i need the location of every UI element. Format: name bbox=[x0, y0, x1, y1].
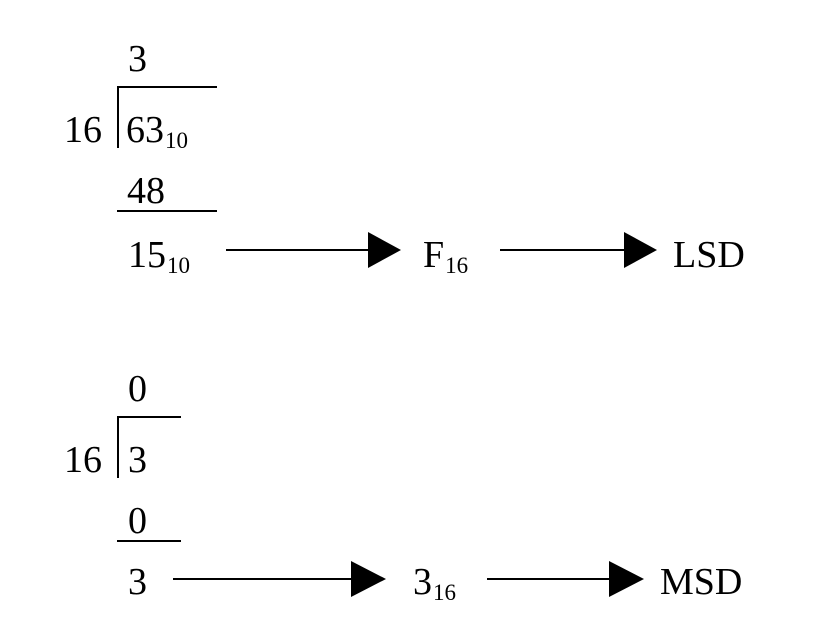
arrow-remainder-to-hex-1 bbox=[226, 232, 401, 268]
dividend-1: 6310 bbox=[126, 109, 188, 153]
divisor-2: 16 bbox=[64, 439, 102, 481]
division-bracket-top-2 bbox=[117, 416, 181, 418]
quotient-2: 0 bbox=[128, 368, 147, 410]
product-1: 48 bbox=[127, 170, 165, 212]
division-bracket-side-2 bbox=[117, 416, 119, 478]
product-2: 0 bbox=[128, 500, 147, 542]
subtraction-line-2 bbox=[117, 540, 181, 542]
dividend-2: 3 bbox=[128, 439, 147, 481]
division-bracket-side-1 bbox=[117, 86, 119, 148]
hex-digit-2: 316 bbox=[413, 561, 456, 605]
arrow-remainder-to-hex-2 bbox=[173, 561, 386, 597]
subtraction-line-1 bbox=[117, 210, 217, 212]
lsd-label: LSD bbox=[673, 234, 745, 276]
arrow-hex-to-label-1 bbox=[500, 232, 657, 268]
hex-digit-1: F16 bbox=[423, 234, 469, 278]
arrow-hex-to-label-2 bbox=[487, 561, 644, 597]
msd-label: MSD bbox=[660, 561, 743, 603]
remainder-2: 3 bbox=[128, 561, 147, 603]
divisor-1: 16 bbox=[64, 109, 102, 151]
quotient-1: 3 bbox=[128, 38, 147, 80]
division-bracket-top-1 bbox=[117, 86, 217, 88]
remainder-1: 1510 bbox=[128, 234, 190, 278]
